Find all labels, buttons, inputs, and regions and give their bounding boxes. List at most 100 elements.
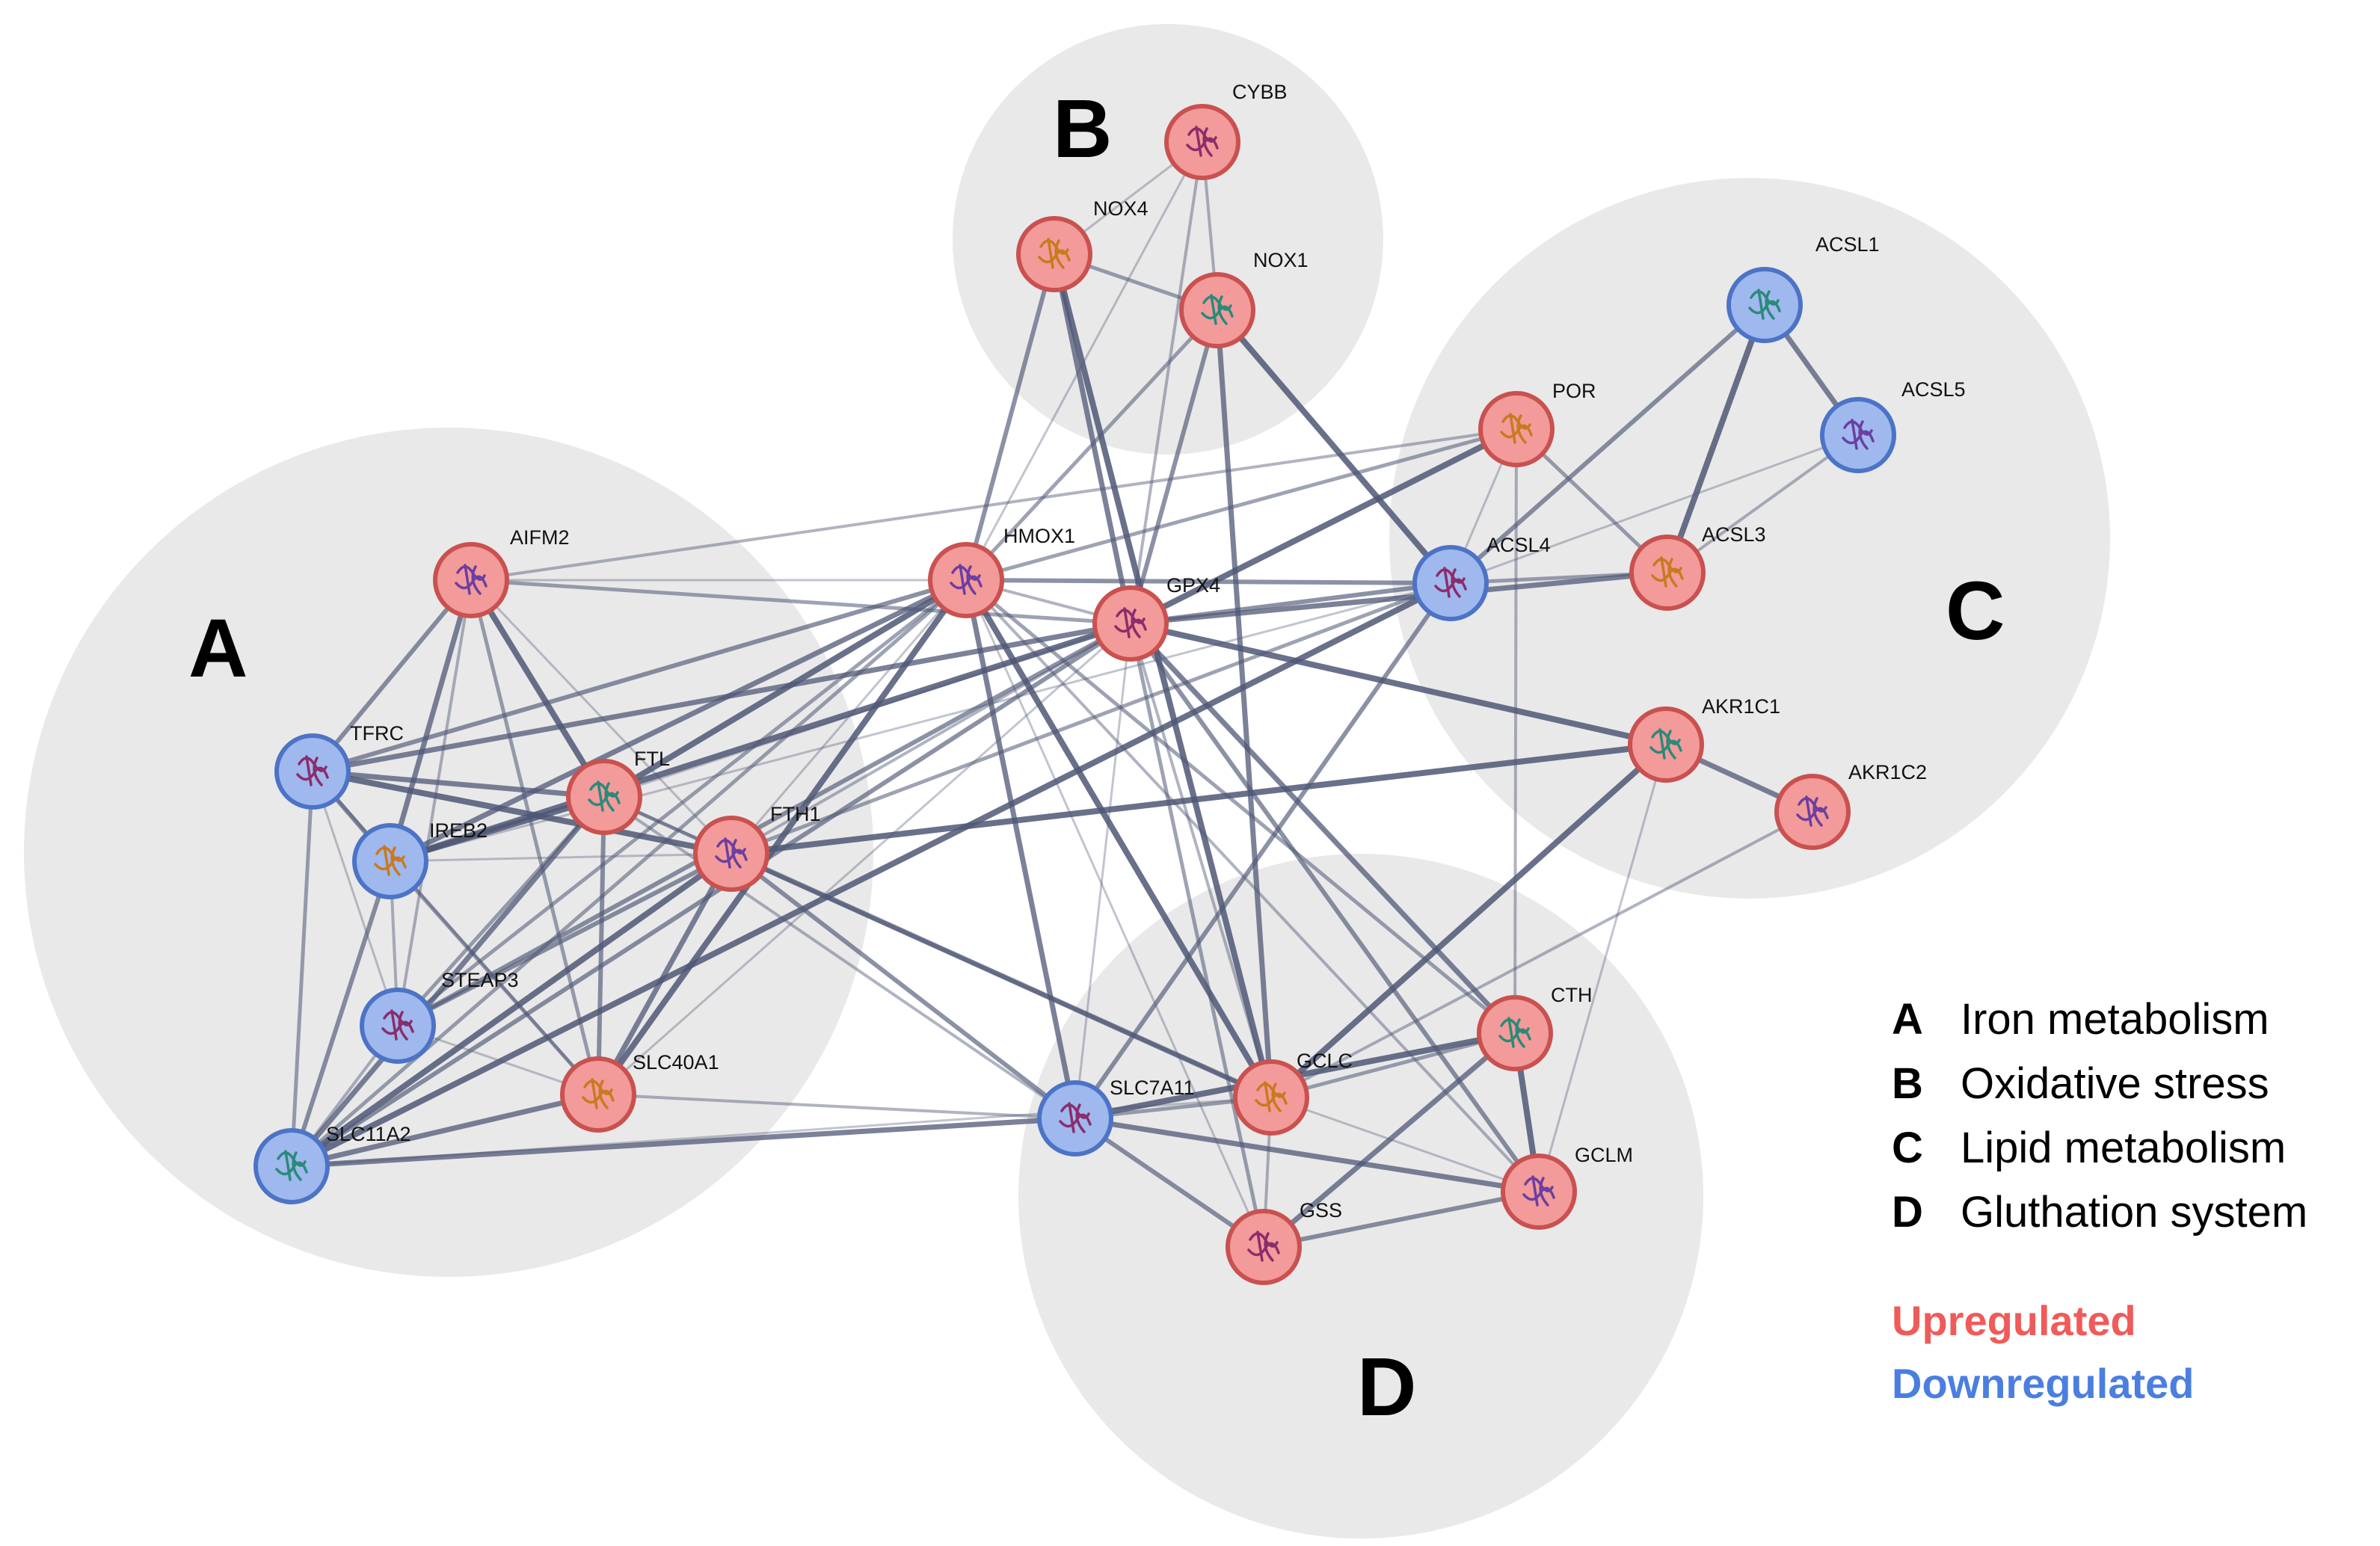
node-gss[interactable]: GSS <box>1226 1199 1342 1285</box>
protein-structure-icon <box>455 564 488 595</box>
node-circle-ftl[interactable] <box>566 759 642 835</box>
edge-fth1-slc7a11 <box>729 851 1077 1121</box>
edge-gpx4-akr1c1 <box>1128 620 1669 748</box>
node-nox4[interactable]: NOX4 <box>1016 197 1149 292</box>
node-circle-acsl4[interactable] <box>1412 545 1489 621</box>
protein-structure-icon <box>1201 294 1234 325</box>
node-ftl[interactable]: FTL <box>566 748 670 835</box>
protein-structure-icon <box>374 845 407 876</box>
edge-slc40a1-hmox1 <box>595 577 969 1097</box>
node-circle-gss[interactable] <box>1226 1209 1302 1285</box>
node-acsl1[interactable]: ACSL1 <box>1726 233 1880 343</box>
node-slc11a2[interactable]: SLC11A2 <box>253 1123 411 1204</box>
node-hmox1[interactable]: HMOX1 <box>928 525 1075 618</box>
node-acsl3[interactable]: ACSL3 <box>1629 523 1766 611</box>
node-steap3[interactable]: STEAP3 <box>360 969 519 1064</box>
edge-slc11a2-slc7a11 <box>289 1115 1078 1169</box>
node-gclm[interactable]: GCLM <box>1501 1144 1633 1230</box>
node-akr1c1[interactable]: AKR1C1 <box>1628 695 1780 783</box>
cluster-b-letter: B <box>1053 83 1112 175</box>
node-tfrc[interactable]: TFRC <box>274 722 404 810</box>
node-circle-gpx4[interactable] <box>1092 585 1169 662</box>
protein-structure-icon <box>275 1150 308 1181</box>
edge-tfrc-ftl <box>310 769 607 800</box>
edge-nox1-gpx4 <box>1128 308 1220 626</box>
node-circle-por[interactable] <box>1478 391 1555 467</box>
node-gpx4[interactable]: GPX4 <box>1092 574 1220 662</box>
node-circle-aifm2[interactable] <box>433 542 509 618</box>
edge-slc11a2-acsl4 <box>289 580 1454 1169</box>
node-label-tfrc: TFRC <box>350 722 404 745</box>
protein-structure-icon <box>296 755 329 786</box>
node-circle-gclc[interactable] <box>1233 1059 1309 1136</box>
node-circle-nox1[interactable] <box>1179 272 1255 348</box>
legend-item-a: A Iron metabolism <box>1892 994 2307 1059</box>
node-nox1[interactable]: NOX1 <box>1179 249 1309 348</box>
protein-structure-icon <box>582 1078 615 1109</box>
protein-structure-icon <box>1059 1102 1092 1133</box>
node-circle-cth[interactable] <box>1477 995 1553 1071</box>
node-por[interactable]: POR <box>1478 380 1596 467</box>
node-label-cybb: CYBB <box>1232 81 1288 103</box>
cluster-a-letter: A <box>188 603 247 695</box>
node-circle-akr1c2[interactable] <box>1774 774 1851 850</box>
legend-item-b: B Oxidative stress <box>1892 1059 2307 1123</box>
node-akr1c2[interactable]: AKR1C2 <box>1774 761 1927 850</box>
node-fth1[interactable]: FTH1 <box>693 803 821 892</box>
node-circle-slc7a11[interactable] <box>1037 1080 1113 1157</box>
node-circle-steap3[interactable] <box>360 988 436 1064</box>
node-circle-akr1c1[interactable] <box>1628 706 1704 783</box>
edge-slc11a2-hmox1 <box>289 578 968 1168</box>
edge-nox4-gpx4 <box>1051 251 1134 626</box>
node-label-slc11a2: SLC11A2 <box>326 1123 411 1145</box>
edge-tfrc-fth1 <box>310 769 734 857</box>
legend-item-d: D Gluthation system <box>1892 1187 2307 1251</box>
edge-aifm2-slc40a1 <box>469 578 600 1097</box>
node-circle-slc11a2[interactable] <box>253 1128 330 1204</box>
node-circle-tfrc[interactable] <box>274 733 351 810</box>
edge-ftl-slc7a11 <box>603 795 1077 1120</box>
edge-nox1-hmox1 <box>964 308 1220 582</box>
legend-key-c: C <box>1892 1124 1923 1172</box>
protein-structure-icon <box>381 1009 414 1041</box>
node-slc7a11[interactable]: SLC7A11 <box>1037 1077 1195 1157</box>
edge-gpx4-cth <box>1128 620 1518 1036</box>
node-circle-nox4[interactable] <box>1016 216 1092 292</box>
edge-ftl-hmox1 <box>601 577 969 800</box>
edge-gpx4-acsl3 <box>1128 570 1670 626</box>
node-circle-ireb2[interactable] <box>352 823 428 899</box>
node-cth[interactable]: CTH <box>1477 984 1593 1071</box>
node-circle-fth1[interactable] <box>693 816 769 892</box>
node-acsl5[interactable]: ACSL5 <box>1820 378 1966 473</box>
edge-gpx4-gclm <box>1128 621 1541 1194</box>
node-circle-gclm[interactable] <box>1501 1154 1577 1230</box>
node-circle-acsl5[interactable] <box>1820 397 1896 473</box>
edge-fth1-acsl4 <box>729 581 1453 856</box>
node-label-acsl5: ACSL5 <box>1901 378 1966 401</box>
legend-text-b: Oxidative stress <box>1961 1059 2269 1108</box>
node-circle-cybb[interactable] <box>1164 104 1240 180</box>
node-circle-hmox1[interactable] <box>928 542 1004 618</box>
node-label-gclc: GCLC <box>1297 1050 1353 1072</box>
node-ireb2[interactable]: IREB2 <box>352 819 488 899</box>
cluster-d-letter: D <box>1357 1341 1416 1433</box>
edge-acsl1-acsl3 <box>1664 302 1768 576</box>
node-circle-acsl3[interactable] <box>1629 535 1706 611</box>
node-label-fth1: FTH1 <box>770 803 821 825</box>
legend-key-a: A <box>1892 995 1923 1044</box>
edge-ireb2-slc11a2 <box>289 859 393 1168</box>
node-circle-acsl1[interactable] <box>1726 267 1803 343</box>
edge-aifm2-por <box>470 428 1518 582</box>
node-aifm2[interactable]: AIFM2 <box>433 526 570 618</box>
edge-hmox1-por <box>964 427 1519 582</box>
edge-gss-gclm <box>1261 1189 1541 1249</box>
legend-text-c: Lipid metabolism <box>1961 1124 2287 1172</box>
edge-gss-cth <box>1261 1030 1518 1250</box>
node-circle-slc40a1[interactable] <box>560 1056 636 1133</box>
node-gclc[interactable]: GCLC <box>1233 1050 1353 1136</box>
node-slc40a1[interactable]: SLC40A1 <box>560 1051 719 1133</box>
node-cybb[interactable]: CYBB <box>1164 81 1288 180</box>
node-label-acsl3: ACSL3 <box>1702 523 1766 546</box>
node-acsl4[interactable]: ACSL4 <box>1412 534 1551 621</box>
